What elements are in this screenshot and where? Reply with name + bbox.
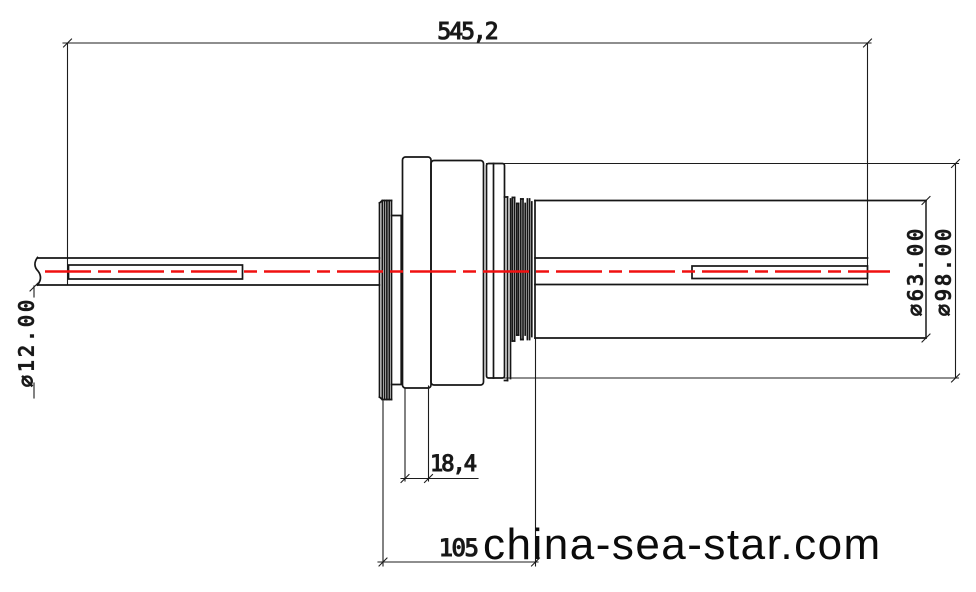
- overall-length-label: 545,2: [437, 19, 496, 45]
- tick-right: [862, 38, 873, 48]
- right-grooved-part: [511, 196, 533, 342]
- tick-right: [423, 473, 434, 484]
- tick-left: [378, 557, 388, 567]
- watermark-text: china-sea-star.com: [483, 520, 882, 569]
- housing-length-label: 105: [439, 534, 478, 562]
- tick-top: [950, 158, 961, 169]
- tick-right: [530, 557, 541, 567]
- tick-bottom: [921, 333, 931, 343]
- shaft-diameter-label: ∅12.00: [15, 297, 39, 387]
- tick-bottom: [950, 373, 961, 383]
- dimension-hub-width: 18,4: [400, 385, 479, 484]
- hub-width-label: 18,4: [430, 452, 477, 477]
- tick-top: [921, 195, 931, 206]
- dimension-drum-diameter: ∅63.00: [903, 195, 931, 343]
- shoulder-block: [390, 214, 403, 386]
- dimension-shaft-diameter: ∅12.00: [14, 282, 39, 399]
- dimension-overall-length: 545,2: [62, 18, 873, 286]
- drum-body: [534, 199, 927, 339]
- dimension-housing-length: 105: [377, 338, 541, 567]
- dimension-flange-diameter: ∅98.00: [485, 158, 961, 383]
- left-grooved-part: [378, 199, 403, 401]
- break-line: [34, 256, 42, 287]
- tick-left: [62, 38, 73, 48]
- tick-left: [400, 473, 410, 484]
- flange-diameter-label: ∅98.00: [932, 226, 956, 316]
- drum-diameter-label: ∅63.00: [904, 226, 928, 316]
